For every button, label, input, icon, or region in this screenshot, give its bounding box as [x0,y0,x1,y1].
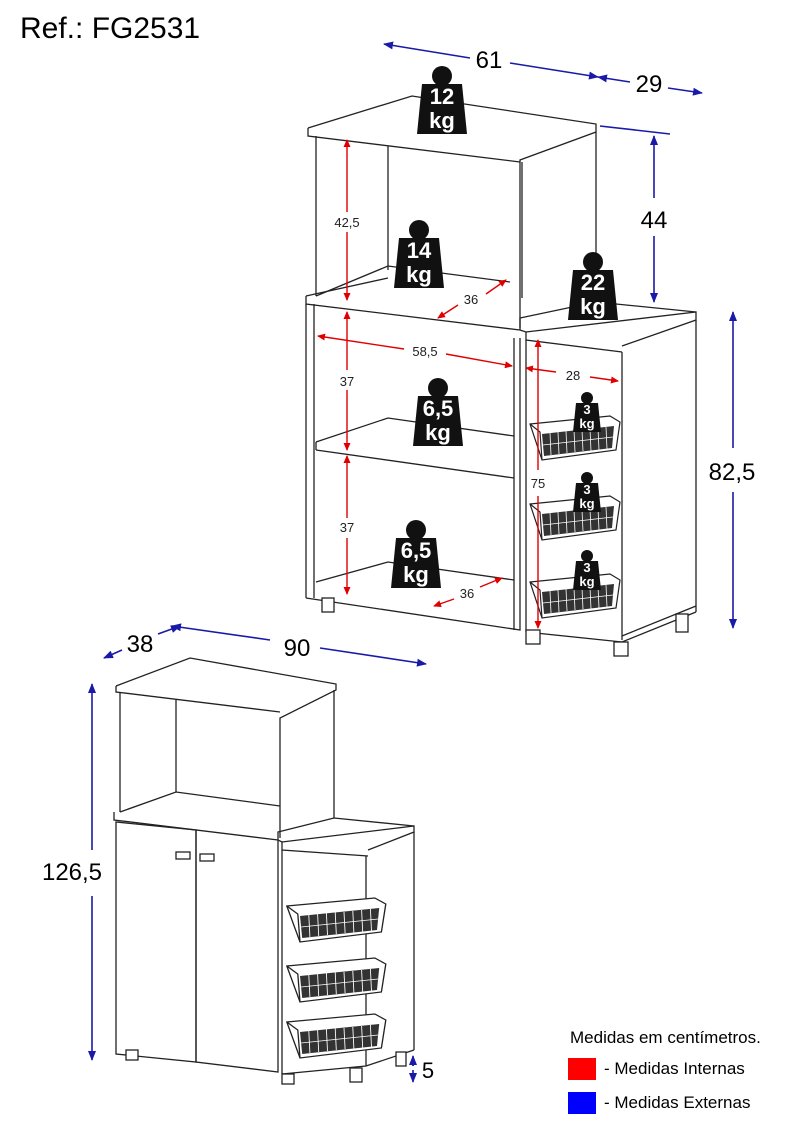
dim-total-width: 90 [284,635,311,662]
weight-badge-basket-1: 3 kg [573,392,601,432]
legend-internal-label: - Medidas Internas [604,1059,745,1078]
weight-side-top-unit: kg [580,294,606,319]
weight-basket-2-unit: kg [579,496,594,511]
dim-shelf-height-2: 37 [340,520,354,535]
weight-basket-2-value: 3 [583,482,590,497]
weight-badge-side-top: 22 kg [568,252,618,320]
weight-shelf-1-value: 6,5 [423,396,454,421]
weight-side-top-value: 22 [581,270,605,295]
weight-badge-shelf-1: 6,5 kg [413,378,463,446]
weight-niche-value: 14 [407,238,432,263]
weight-top-unit: kg [429,108,455,133]
weight-badge-shelf-2: 6,5 kg [391,520,441,588]
dim-shelf-width: 58,5 [412,344,437,359]
legend-external-label: - Medidas Externas [604,1093,751,1112]
legend-internal: - Medidas Internas [568,1058,745,1080]
weight-shelf-2-value: 6,5 [401,538,432,563]
weight-badge-top: 12 kg [417,66,467,134]
weight-basket-1-value: 3 [583,402,590,417]
weight-niche-unit: kg [406,262,432,287]
furniture-dimensioned-view [305,95,697,657]
weight-shelf-2-unit: kg [403,562,429,587]
reference-code: Ref.: FG2531 [20,12,201,45]
dim-total-depth: 38 [127,631,154,658]
weight-top-value: 12 [430,84,454,109]
dim-foot-height: 5 [422,1058,434,1083]
dim-bottom-depth: 36 [460,586,474,601]
basket-closed-3 [286,1013,387,1059]
weight-basket-3-value: 3 [583,560,590,575]
dim-lower-height: 82,5 [709,459,756,486]
basket-group-closed [286,897,387,1059]
weight-badge-basket-2: 3 kg [573,472,601,512]
weight-basket-1-unit: kg [579,416,594,431]
legend-external: - Medidas Externas [568,1092,750,1114]
weight-shelf-1-unit: kg [425,420,451,445]
dim-niche-depth: 36 [464,292,478,307]
legend-title: Medidas em centímetros. [570,1028,761,1047]
dim-shelf-height-1: 37 [340,374,354,389]
dim-basket-width: 28 [566,368,580,383]
basket-closed-1 [286,897,387,943]
dim-top-width: 61 [476,47,503,74]
weight-badge-niche: 14 kg [394,220,444,288]
basket-closed-2 [286,957,387,1003]
external-color-swatch [568,1092,596,1114]
dim-top-depth: 29 [636,71,663,98]
internal-color-swatch [568,1058,596,1080]
weight-badge-basket-3: 3 kg [573,550,601,590]
dim-top-height: 44 [641,207,668,234]
weight-basket-3-unit: kg [579,574,594,589]
dim-niche-height: 42,5 [334,215,359,230]
dim-basket-height: 75 [531,476,545,491]
dim-total-height: 126,5 [42,859,102,886]
